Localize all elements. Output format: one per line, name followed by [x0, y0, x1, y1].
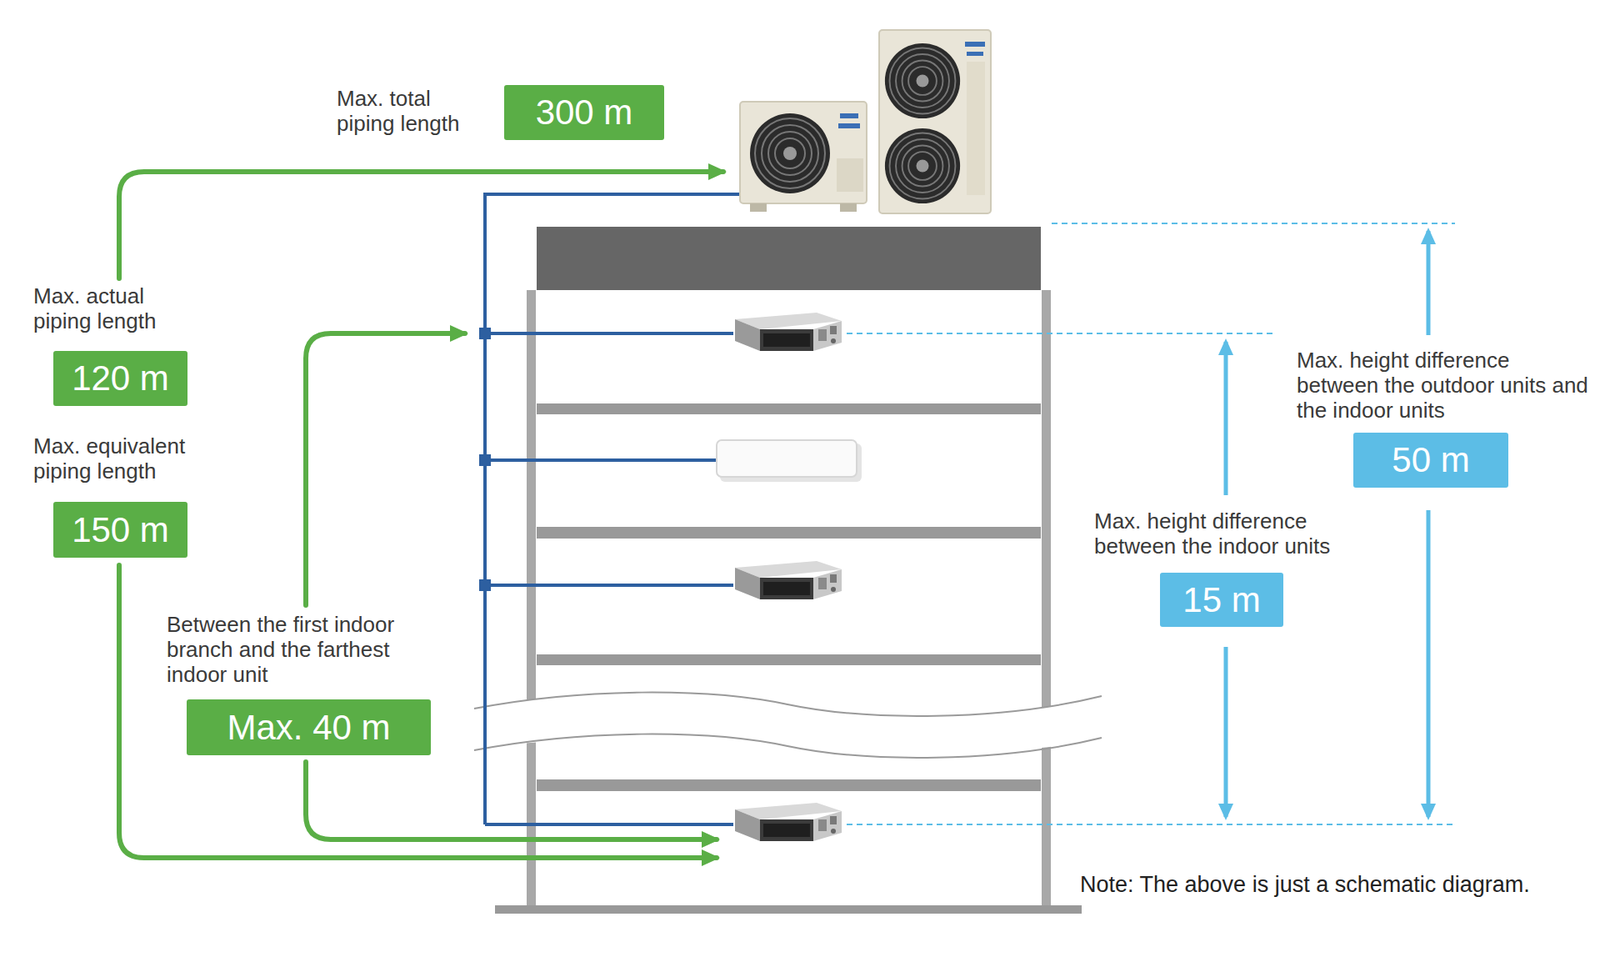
- value-text: 15 m: [1182, 582, 1260, 618]
- value-callout: Max. actual piping length 120 m: [33, 283, 192, 406]
- value-box: 300 m: [504, 85, 665, 140]
- value-box: 150 m: [53, 501, 188, 558]
- value-callout: Max. height difference between the indoo…: [1094, 508, 1378, 627]
- length-arrows: [119, 171, 724, 858]
- value-box: 120 m: [53, 350, 188, 406]
- value-text: 150 m: [71, 512, 170, 548]
- value-callout: Between the first indoor branch and the …: [166, 611, 434, 755]
- callout-heading: Max. height difference between the indoo…: [1094, 508, 1378, 559]
- callout-heading: Max. height difference between the outdo…: [1296, 347, 1593, 423]
- outdoor-unit-small: [740, 101, 867, 212]
- value-box: 15 m: [1160, 572, 1284, 627]
- value-callout: Max. height difference between the outdo…: [1296, 347, 1593, 488]
- building-structure: [495, 226, 1082, 914]
- value-text: 120 m: [71, 360, 170, 396]
- value-box: 50 m: [1353, 432, 1509, 488]
- refrigerant-pipe: [485, 194, 740, 825]
- break-lines: [474, 692, 1102, 758]
- note-text: Note: The above is just a schematic diag…: [1080, 871, 1530, 898]
- value-text: Max. 40 m: [226, 710, 390, 745]
- dashed-level-lines: [846, 223, 1455, 825]
- value-callout: Max. equivalent piping length 150 m: [33, 433, 213, 558]
- value-callout: Max. total piping length 300 m: [336, 85, 665, 140]
- callout-heading: Max. actual piping length: [33, 283, 192, 334]
- value-box: Max. 40 m: [186, 699, 431, 755]
- value-text: 300 m: [535, 95, 634, 130]
- indoor-units: [716, 312, 862, 841]
- outdoor-unit-large: [879, 30, 991, 214]
- value-text: 50 m: [1391, 442, 1470, 478]
- branch-joints: [479, 327, 491, 591]
- callout-heading: Max. total piping length: [336, 85, 491, 136]
- callout-heading: Max. equivalent piping length: [33, 433, 213, 484]
- callout-heading: Between the first indoor branch and the …: [166, 611, 434, 687]
